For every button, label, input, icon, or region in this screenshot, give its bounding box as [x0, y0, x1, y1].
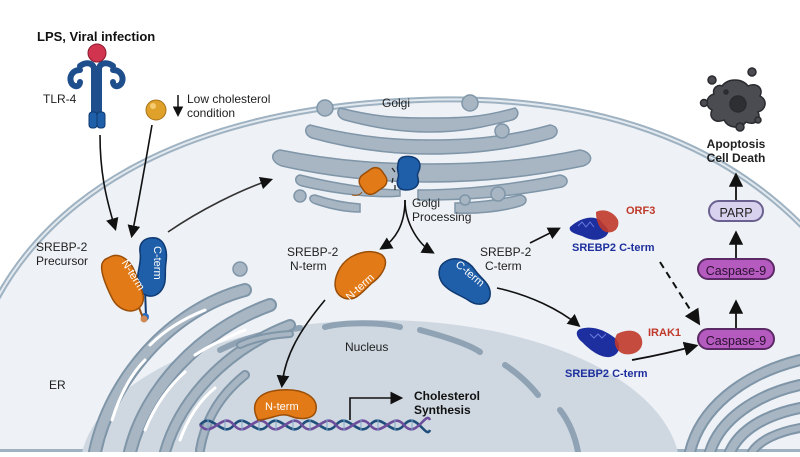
arrow-cholesterol-to-precursor: [127, 124, 153, 239]
cholesterol-molecule: [145, 99, 167, 121]
apoptosis-label: Apoptosis: [706, 137, 766, 151]
irak1-label: IRAK1: [648, 327, 681, 339]
cterm-label: SREBP-2: [480, 245, 532, 259]
caspase9-lower-node: Caspase-9: [697, 328, 775, 350]
irak1-srebp2-cterm-label: SREBP2 C-term: [565, 368, 648, 380]
golgi-cterm-blob: [396, 155, 421, 191]
orf3-complex: [569, 210, 619, 240]
arrow-nterm-to-nucleus: [276, 299, 326, 389]
er-left: [88, 283, 296, 457]
nuclear-envelope-segment: [502, 362, 541, 398]
srebp2-precursor: C-term N-term: [100, 237, 168, 323]
apoptotic-cell-icon: [699, 67, 766, 132]
golgi-cleavage: [351, 155, 421, 196]
nuclear-envelope-segment: [417, 327, 483, 355]
nucleus-label: Nucleus: [345, 340, 388, 354]
arrow-golgi-to-cterm: [404, 199, 435, 254]
er-label: ER: [49, 378, 66, 392]
arrow-tlr4-to-precursor: [99, 134, 119, 232]
nterm-label-2: N-term: [290, 259, 327, 273]
caspase9-upper-node: Caspase-9: [697, 258, 775, 280]
golgi-nterm-blob: [358, 166, 388, 196]
er-right: [684, 354, 800, 457]
dna-helix: [198, 416, 432, 434]
precursor-label: SREBP-2: [36, 240, 88, 254]
lps-viral-infection-label: LPS, Viral infection: [37, 29, 155, 44]
low-cholesterol-label: Low cholesterol: [187, 92, 270, 106]
golgi-processing-label-2: Processing: [412, 210, 471, 224]
tlr4-receptor: [67, 43, 126, 129]
low-cholesterol-label-2: condition: [187, 106, 235, 120]
transcription-start-arrow: [349, 391, 404, 420]
parp-node: PARP: [708, 200, 764, 222]
arrow-cterm-to-irak1: [496, 287, 581, 328]
precursor-nterm-blob: [100, 254, 145, 312]
vesicle: [232, 261, 248, 277]
irak1-complex: [576, 327, 643, 358]
arrow-cterm-to-orf3: [529, 227, 561, 244]
er-lumen: [110, 308, 247, 442]
cterm-fragment: C-term: [438, 258, 491, 305]
precursor-cterm-blob: [136, 237, 168, 297]
cholesterol-synthesis-label-2: Synthesis: [414, 403, 471, 417]
arrow-precursor-to-golgi: [167, 176, 274, 233]
nterm-label: SREBP-2: [287, 245, 339, 259]
nuclear-envelope-segment: [557, 407, 581, 453]
lps-ligand: [87, 43, 107, 63]
golgi-label: Golgi: [382, 96, 410, 110]
nterm-bound-dna: N-term: [253, 389, 317, 421]
cterm-label-2: C-term: [485, 259, 522, 273]
tlr4-label: TLR-4: [43, 92, 77, 106]
precursor-cterm-text: C-term: [151, 246, 163, 280]
nterm-bound-text: N-term: [265, 401, 299, 413]
orf3-srebp2-cterm-label: SREBP2 C-term: [572, 242, 655, 254]
cholesterol-synthesis-label: Cholesterol: [414, 389, 480, 403]
arrow-irak1-to-caspase9: [631, 341, 699, 361]
nuclear-envelope-segment: [322, 320, 403, 330]
golgi-processing-label: Golgi: [412, 196, 440, 210]
orf3-label: ORF3: [626, 205, 655, 217]
cell-death-label: Cell Death: [706, 151, 766, 165]
precursor-label-2: Precursor: [36, 254, 88, 268]
